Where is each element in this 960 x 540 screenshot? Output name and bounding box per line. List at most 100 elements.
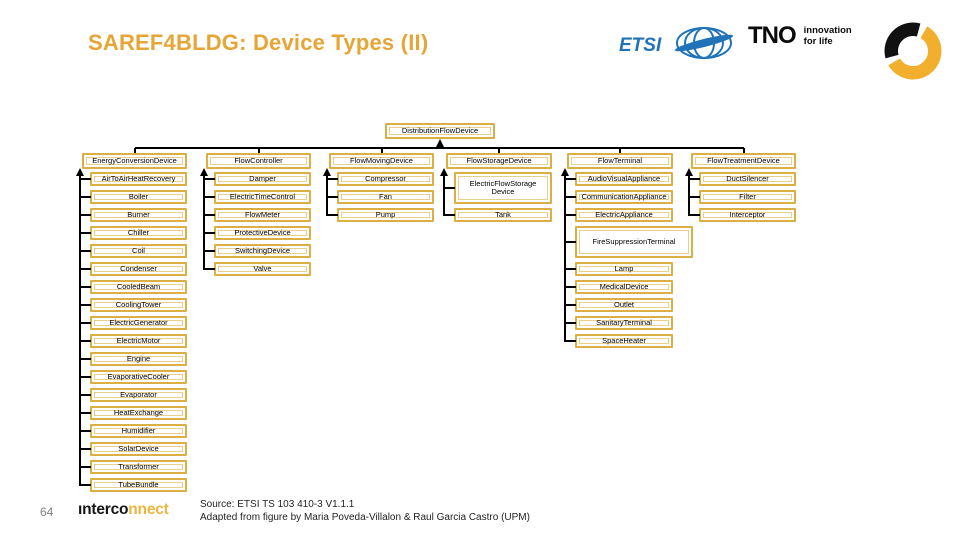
tree-child-node: Condenser xyxy=(90,262,187,276)
tree-child-node: AirToAirHeatRecovery xyxy=(90,172,187,186)
tree-child-node: Transformer xyxy=(90,460,187,474)
connector-tick xyxy=(79,358,91,360)
interconnect-logo-gold: nnect xyxy=(128,501,169,518)
connector-tick xyxy=(688,178,700,180)
tree-header-node: FlowTerminal xyxy=(567,153,673,169)
column-arrow-up-icon xyxy=(439,168,448,176)
tree-child-node: MedicalDevice xyxy=(575,280,673,294)
tree-header-node: EnergyConversionDevice xyxy=(82,153,187,169)
connector-tick xyxy=(443,214,455,216)
page-number: 64 xyxy=(40,505,54,519)
connector-tick xyxy=(564,340,576,342)
connector-tick xyxy=(79,286,91,288)
connector-tick xyxy=(326,196,338,198)
column-arrow-up-icon xyxy=(199,168,208,176)
column-arrow-up-icon xyxy=(322,168,331,176)
tree-child-node: SolarDevice xyxy=(90,442,187,456)
connector-spine xyxy=(326,175,328,216)
connector-tick xyxy=(203,232,215,234)
tno-wordmark: TNO xyxy=(748,22,797,49)
connector-tick xyxy=(79,304,91,306)
connector-tick xyxy=(564,268,576,270)
tree-child-node: Valve xyxy=(214,262,311,276)
connector-stub xyxy=(133,148,136,153)
connector-tick xyxy=(564,214,576,216)
tree-header-node: FlowStorageDevice xyxy=(446,153,552,169)
connector-tick xyxy=(79,430,91,432)
tree-child-node: ElectricGenerator xyxy=(90,316,187,330)
tree-child-node: ElectricAppliance xyxy=(575,208,673,222)
connector-tick xyxy=(564,304,576,306)
connector-tick xyxy=(564,196,576,198)
tree-child-node: Outlet xyxy=(575,298,673,312)
tree-child-node: DuctSilencer xyxy=(699,172,796,186)
source-note: Source: ETSI TS 103 410-3 V1.1.1 Adapted… xyxy=(200,499,530,524)
connector-tick xyxy=(79,394,91,396)
connector-tick xyxy=(79,214,91,216)
tree-child-node: Pump xyxy=(337,208,434,222)
tree-child-node: CoolingTower xyxy=(90,298,187,312)
connector-tick xyxy=(203,268,215,270)
tno-tagline: innovation for life xyxy=(803,25,852,47)
connector-tick xyxy=(564,178,576,180)
tree-child-node: CooledBeam xyxy=(90,280,187,294)
etsi-logo: ETSI xyxy=(618,22,746,71)
connector-tick xyxy=(79,412,91,414)
tree-child-node: Compressor xyxy=(337,172,434,186)
connector-spine xyxy=(688,175,690,216)
tree-child-node: ElectricTimeControl xyxy=(214,190,311,204)
connector-stub xyxy=(257,148,260,153)
tree-child-node: Evaporator xyxy=(90,388,187,402)
connector-stub xyxy=(742,148,745,153)
connector-tick xyxy=(79,466,91,468)
connector-tick xyxy=(443,187,455,189)
connector-tick xyxy=(79,232,91,234)
connector-tick xyxy=(326,214,338,216)
tree-header-node: FlowController xyxy=(206,153,311,169)
tree-child-node: Fan xyxy=(337,190,434,204)
tree-child-node: ProtectiveDevice xyxy=(214,226,311,240)
tree-root-node: DistributionFlowDevice xyxy=(385,123,495,139)
tree-child-node: ElectricFlowStorage Device xyxy=(454,172,552,204)
interconnect-logo: ınterconnect xyxy=(78,501,169,519)
root-arrow-up-icon xyxy=(435,139,444,147)
tree-child-node: Filter xyxy=(699,190,796,204)
tree-child-node: Humidifier xyxy=(90,424,187,438)
tree-child-node: AudioVisualAppliance xyxy=(575,172,673,186)
connector-tick xyxy=(79,340,91,342)
source-line-2: Adapted from figure by Maria Poveda-Vill… xyxy=(200,511,530,523)
tree-child-node: Chiller xyxy=(90,226,187,240)
connector-tick xyxy=(203,214,215,216)
connector-tick xyxy=(79,484,91,486)
connector-tick xyxy=(79,322,91,324)
etsi-globe-icon: ETSI xyxy=(619,27,734,59)
tree-child-node: Boiler xyxy=(90,190,187,204)
interconnect-ring-icon xyxy=(884,22,942,85)
tree-header-node: FlowMovingDevice xyxy=(329,153,434,169)
tree-child-node: ElectricMotor xyxy=(90,334,187,348)
connector-tick xyxy=(79,196,91,198)
tree-child-node: Lamp xyxy=(575,262,673,276)
connector-spine xyxy=(443,175,445,216)
connector-tick xyxy=(564,241,576,243)
slide-title: SAREF4BLDG: Device Types (II) xyxy=(88,30,429,55)
tree-child-node: Damper xyxy=(214,172,311,186)
connector-tick xyxy=(564,322,576,324)
connector-tick xyxy=(564,286,576,288)
connector-tick xyxy=(203,178,215,180)
connector-tick xyxy=(203,196,215,198)
tree-child-node: SwitchingDevice xyxy=(214,244,311,258)
connector-spine xyxy=(564,175,566,342)
connector-tick xyxy=(79,448,91,450)
connector-tick xyxy=(688,196,700,198)
tree-child-node: CommunicationAppliance xyxy=(575,190,673,204)
tree-child-node: Interceptor xyxy=(699,208,796,222)
connector-tick xyxy=(688,214,700,216)
source-line-1: Source: ETSI TS 103 410-3 V1.1.1 xyxy=(200,499,355,510)
tree-child-node: SpaceHeater xyxy=(575,334,673,348)
tree-child-node: EvaporativeCooler xyxy=(90,370,187,384)
tree-header-node: FlowTreatmentDevice xyxy=(691,153,796,169)
tree-child-node: HeatExchange xyxy=(90,406,187,420)
tree-child-node: Engine xyxy=(90,352,187,366)
